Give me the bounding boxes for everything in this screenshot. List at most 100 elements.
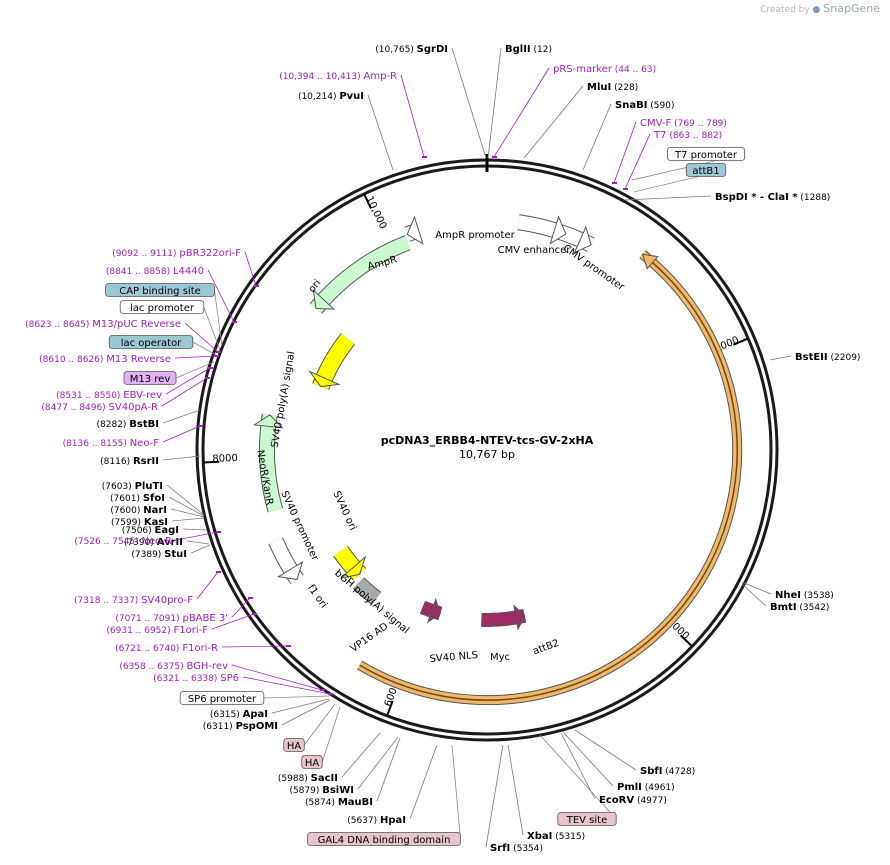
primer-site: (8841 .. 8858) L4440 bbox=[106, 266, 204, 277]
enzyme-position: (7390) bbox=[124, 538, 157, 548]
enzyme-name: BglII bbox=[505, 44, 531, 55]
primer-site-mark bbox=[492, 156, 497, 158]
primer-leader bbox=[400, 74, 425, 158]
enzyme-position: (6311) bbox=[203, 722, 236, 732]
box-leader bbox=[192, 341, 219, 357]
feature-label: SV40 ori bbox=[330, 490, 358, 533]
primer-name: SP6 bbox=[220, 673, 239, 684]
enzyme-site: EcoRV (4977) bbox=[599, 795, 667, 806]
feature-AmpR_promoter-arrowhead bbox=[406, 215, 424, 245]
enzyme-site: (6315) ApaI bbox=[210, 709, 268, 720]
enzyme-position: (8282) bbox=[97, 420, 130, 430]
enzyme-leader bbox=[574, 729, 637, 771]
primer-name: SV40pA-R bbox=[109, 402, 158, 413]
box-leader bbox=[263, 695, 331, 699]
enzyme-position: (8116) bbox=[100, 457, 133, 467]
primer-name: Amp-R bbox=[364, 71, 398, 82]
feature-box-label: attB1 bbox=[692, 166, 719, 177]
feature-box bbox=[283, 738, 305, 752]
enzyme-site: SbfI (4728) bbox=[640, 766, 695, 777]
box-leader bbox=[214, 289, 223, 347]
box-leader bbox=[303, 703, 336, 746]
feature-box bbox=[119, 300, 205, 314]
primer-position: (6358 .. 6375) bbox=[119, 662, 186, 672]
enzyme-position: (228) bbox=[611, 83, 638, 93]
tick-mark bbox=[363, 193, 372, 209]
primer-position: (8136 .. 8155) bbox=[63, 439, 130, 449]
primer-site-mark bbox=[286, 645, 291, 647]
primer-leader bbox=[161, 377, 208, 407]
enzyme-site: NheI (3538) bbox=[775, 590, 834, 601]
enzyme-position: (5874) bbox=[305, 798, 338, 808]
backbone-group bbox=[195, 154, 779, 742]
enzyme-name: BstEII bbox=[795, 352, 828, 363]
plasmid-name: pcDNA3_ERBB4-NTEV-tcs-GV-2xHA bbox=[381, 434, 594, 447]
feature-box bbox=[123, 371, 177, 385]
enzyme-leader bbox=[769, 355, 792, 361]
enzyme-site: (8282) BstBI bbox=[97, 419, 160, 430]
primer-leader bbox=[244, 251, 257, 287]
snapgene-logo-icon: ● bbox=[812, 5, 821, 15]
enzyme-position: (1288) bbox=[798, 193, 831, 203]
feature-box bbox=[179, 691, 265, 705]
feature-box-label: HA bbox=[305, 758, 320, 769]
primer-site-mark bbox=[623, 188, 628, 190]
enzyme-leader bbox=[171, 517, 205, 522]
enzyme-name: SgrDI bbox=[417, 44, 448, 55]
feature-box bbox=[301, 755, 323, 769]
feature-SV40_promoter-arrowhead bbox=[277, 561, 304, 581]
enzyme-leader bbox=[190, 544, 211, 554]
enzyme-leader bbox=[281, 699, 331, 726]
enzyme-name: BstBI bbox=[129, 419, 159, 430]
primer-site: (10,394 .. 10,413) Amp-R bbox=[279, 71, 397, 82]
enzyme-site: BglII (12) bbox=[505, 44, 552, 55]
enzyme-name: BsiWI bbox=[322, 785, 354, 796]
feature-box bbox=[685, 163, 727, 177]
enzyme-leader bbox=[507, 744, 524, 836]
enzyme-leader bbox=[376, 737, 401, 802]
enzyme-leader bbox=[485, 744, 504, 848]
primer-name: T7 bbox=[653, 130, 666, 141]
enzyme-position: (7601) bbox=[110, 494, 143, 504]
enzyme-leader bbox=[560, 732, 596, 800]
primer-position: (6321 .. 6338) bbox=[153, 674, 220, 684]
enzyme-position: (7506) bbox=[122, 526, 155, 536]
feature-label: SV40 poly(A) signal bbox=[270, 351, 298, 449]
primer-position: (6931 .. 6952) bbox=[106, 626, 173, 636]
enzyme-position: (5315) bbox=[552, 832, 585, 842]
enzyme-name: PspOMI bbox=[236, 721, 278, 732]
primer-name: pBR322ori-F bbox=[179, 248, 241, 259]
primer-site-mark bbox=[205, 377, 210, 379]
feature-box-label: SP6 promoter bbox=[188, 694, 257, 705]
feature-CMV_enhancer-arrowhead bbox=[549, 215, 567, 245]
enzyme-leader bbox=[186, 540, 210, 545]
enzyme-site: XbaI (5315) bbox=[527, 831, 585, 842]
primer-leader bbox=[624, 133, 651, 190]
snapgene-brand: SnapGene bbox=[823, 2, 880, 15]
enzyme-leader bbox=[523, 85, 584, 159]
credit-text: Created by bbox=[760, 5, 810, 15]
leader-lines bbox=[161, 47, 792, 848]
enzyme-name: NarI bbox=[143, 505, 167, 516]
primer-position: (8477 .. 8496) bbox=[41, 403, 108, 413]
feature-box-label: TEV site bbox=[566, 815, 608, 826]
primer-position: (7318 .. 7337) bbox=[74, 596, 141, 606]
primer-site: (8477 .. 8496) SV40pA-R bbox=[41, 402, 158, 413]
enzyme-position: (10,765) bbox=[375, 45, 416, 55]
enzyme-name: MauBI bbox=[338, 797, 373, 808]
feature-box-label: HA bbox=[287, 741, 302, 752]
snapgene-credit: Created by ● SnapGene bbox=[760, 2, 880, 15]
enzyme-leader bbox=[624, 195, 712, 201]
primer-name: M13 Reverse bbox=[106, 354, 171, 365]
primer-name: Neo-F bbox=[130, 438, 160, 449]
enzyme-name: EcoRV bbox=[599, 795, 634, 806]
box-leader bbox=[539, 734, 617, 820]
enzyme-name: SnaBI bbox=[615, 100, 647, 111]
enzyme-position: (7389) bbox=[131, 550, 164, 560]
enzyme-site: (7599) KasI bbox=[111, 517, 168, 528]
enzyme-name: PvuI bbox=[339, 91, 364, 102]
primer-site: (7071 .. 7091) pBABE 3' bbox=[115, 613, 228, 624]
feature-box bbox=[105, 283, 215, 297]
feature-SV40_NLS-arrowhead bbox=[513, 604, 526, 631]
